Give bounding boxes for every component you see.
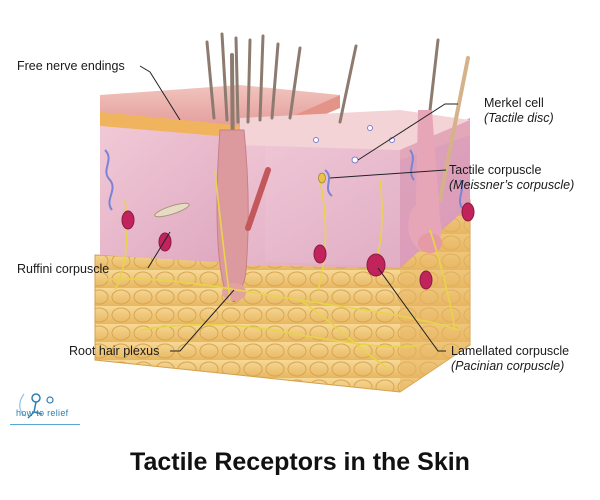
brand-logo-icon (19, 393, 54, 419)
arrector-muscle (245, 167, 271, 231)
label-lamellated-sub: (Pacinian corpuscle) (451, 359, 565, 373)
hair-follicle (216, 129, 249, 301)
page-title: Tactile Receptors in the Skin (130, 448, 470, 476)
lamellated-corpuscles (121, 202, 475, 290)
label-tactile-sub: (Meissner’s corpuscle) (449, 178, 575, 192)
ruffini-capsule (154, 202, 190, 218)
label-ruffini-corpuscle: Ruffini corpuscle (17, 262, 110, 276)
label-tactile-corpuscle: Tactile corpuscle (Meissner’s corpuscle) (449, 163, 574, 193)
label-merkel-cell: Merkel cell (Tactile disc) (484, 96, 554, 126)
brand-logo-text: how to relief (16, 408, 69, 418)
nerve-fibers (104, 169, 461, 371)
brand-logo-underline (10, 424, 80, 425)
label-lamellated-main: Lamellated corpuscle (451, 344, 570, 358)
merkel-cells (313, 125, 395, 164)
blood-vessels (104, 149, 463, 211)
tactile-corpuscle (318, 172, 326, 184)
label-tactile-main: Tactile corpuscle (449, 163, 542, 177)
label-root-hair-plexus: Root hair plexus (69, 344, 160, 358)
label-merkel-main: Merkel cell (484, 96, 544, 110)
label-merkel-sub: (Tactile disc) (484, 111, 554, 125)
label-lamellated-corpuscle: Lamellated corpuscle (Pacinian corpuscle… (451, 344, 569, 374)
leader-lines (139, 65, 458, 352)
label-free-nerve-endings: Free nerve endings (17, 59, 125, 73)
